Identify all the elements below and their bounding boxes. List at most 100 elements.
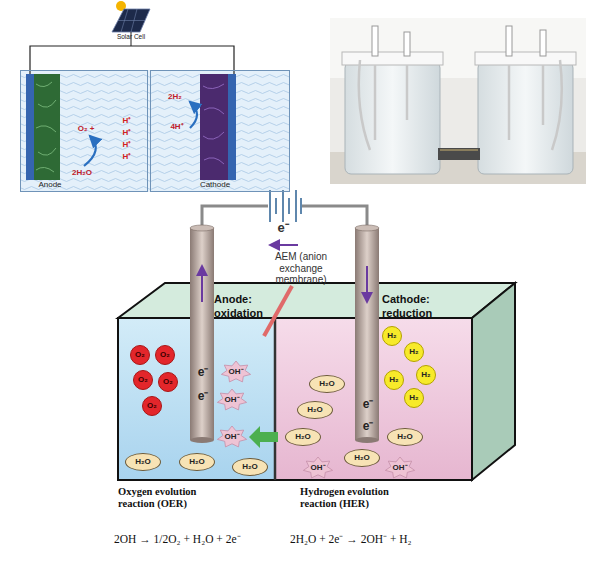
water-molecule: H₂O	[309, 375, 345, 393]
electrode-label: Cathode	[183, 181, 247, 190]
species-label: 2H₂O	[64, 168, 100, 177]
component-name: Solar Cell	[104, 33, 158, 40]
hydrogen-molecule: H₂	[404, 342, 424, 362]
molecule-label: O₂	[147, 402, 157, 410]
rod-bottom	[355, 437, 379, 443]
molecule-label: H₂	[387, 332, 396, 340]
tubing	[359, 60, 407, 150]
rod-top	[355, 225, 379, 231]
cathode-electrode	[200, 74, 228, 180]
cell-top-face	[118, 283, 515, 318]
wire	[300, 206, 367, 228]
ion-label: H⁺	[116, 128, 138, 137]
ion-flow-arrow	[249, 426, 278, 448]
molecule-label: OH⁻	[225, 433, 240, 441]
membrane	[274, 318, 277, 480]
oxygen-molecule: O₂	[158, 372, 178, 392]
electrode-rod	[404, 32, 410, 56]
water-molecule: H₂O	[125, 453, 161, 471]
molecule-label: H₂O	[397, 433, 413, 441]
molecule-label: H₂	[409, 394, 418, 402]
molecule-label: H₂O	[307, 406, 323, 414]
molecule-label: H₂	[421, 371, 430, 379]
solar-panel-grid	[118, 9, 145, 32]
hydrogen-molecule: H₂	[384, 370, 404, 390]
reaction-equation: 2OH → 1/2O₂ + H₂O + 2e⁻	[114, 533, 300, 546]
molecule-label: OH⁻	[311, 464, 326, 472]
water-molecule: H₂O	[232, 458, 268, 476]
cell-front-outline	[118, 318, 472, 480]
reaction-name: Oxygen evolution reaction (OER)	[118, 486, 230, 510]
molecule-label: OH⁻	[229, 368, 244, 376]
reaction-arrow	[190, 102, 197, 128]
water-molecule: H₂O	[179, 453, 215, 471]
rod-top	[190, 225, 214, 231]
electron-label: e⁻	[271, 221, 295, 236]
hydrogen-molecule: H₂	[404, 388, 424, 408]
hydroxide-ion: OH⁻	[216, 388, 248, 412]
ion-label: H⁺	[116, 152, 138, 161]
electron-flow-arrow	[366, 266, 368, 302]
compartment-heading: Cathode: reduction	[382, 293, 454, 321]
hydroxide-ion: OH⁻	[220, 360, 252, 384]
electrode-texture	[203, 84, 224, 164]
oxygen-molecule: O₂	[155, 345, 175, 365]
star-outline	[217, 426, 246, 447]
electrode-rod	[372, 26, 378, 56]
anode-electrode	[34, 74, 60, 180]
rod-bottom	[190, 437, 214, 443]
reaction-arrow	[84, 136, 96, 166]
molecule-label: O₂	[138, 376, 148, 384]
oxygen-molecule: O₂	[130, 345, 150, 365]
star-outline	[217, 389, 246, 410]
species-label: O₂ +	[70, 124, 102, 133]
beaker-lid	[342, 52, 443, 65]
electron-flow-arrow	[270, 244, 298, 246]
electrode-rod	[506, 26, 512, 56]
molecule-label: H₂O	[189, 458, 205, 466]
hydrogen-molecule: H₂	[416, 365, 436, 385]
molecule-label: O₂	[160, 351, 170, 359]
hydrogen-molecule: H₂	[382, 326, 402, 346]
ion-label: H⁺	[116, 140, 138, 149]
hydroxide-ion: OH⁻	[384, 456, 416, 480]
cathode-compartment: Cathode: reductionH₂H₂H₂H₂H₂H₂OH₂OH₂OH₂O…	[276, 318, 472, 480]
membrane-leader	[264, 286, 292, 336]
star-outline	[303, 457, 332, 478]
reaction-name: Hydrogen evolution reaction (HER)	[300, 486, 424, 510]
star-outline	[385, 457, 414, 478]
electron-flow-arrow	[201, 266, 203, 302]
reaction-equation: 2H₂O + 2e⁻ → 2OH⁻ + H₂	[290, 533, 470, 546]
molecule-label: H₂O	[354, 454, 370, 462]
membrane-label: AEM (anion exchange membrane)	[258, 251, 344, 286]
electron-label: e⁻	[192, 390, 214, 404]
water-molecule: H₂O	[285, 428, 321, 446]
electrolyte	[20, 70, 290, 192]
water-molecule: H₂O	[297, 401, 333, 419]
molecule-label: H₂O	[242, 463, 258, 471]
ion-label: H⁺	[116, 116, 138, 125]
board-trace	[440, 150, 478, 151]
cell-side-face	[472, 283, 515, 480]
electron-label: e⁻	[357, 398, 379, 412]
water-molecule: H₂O	[387, 428, 423, 446]
star-outline	[221, 361, 250, 382]
species-label: 2H₂	[160, 92, 190, 101]
molecule-label: H₂O	[319, 380, 335, 388]
current-collector	[26, 74, 34, 180]
molecule-label: O₂	[135, 351, 145, 359]
electrode-texture	[36, 82, 56, 172]
oxygen-molecule: O₂	[133, 370, 153, 390]
molecule-label: H₂	[409, 348, 418, 356]
molecule-label: H₂O	[135, 458, 151, 466]
salt-bridge-board	[438, 148, 480, 160]
tubing	[509, 60, 562, 150]
molecule-label: H₂	[389, 376, 398, 384]
electron-label: e⁻	[192, 366, 214, 380]
electrode-label: Anode	[21, 181, 79, 190]
photo-background	[330, 18, 586, 184]
cathode-rod	[355, 228, 379, 440]
molecule-label: OH⁻	[393, 464, 408, 472]
hydroxide-ion: OH⁻	[216, 425, 248, 449]
